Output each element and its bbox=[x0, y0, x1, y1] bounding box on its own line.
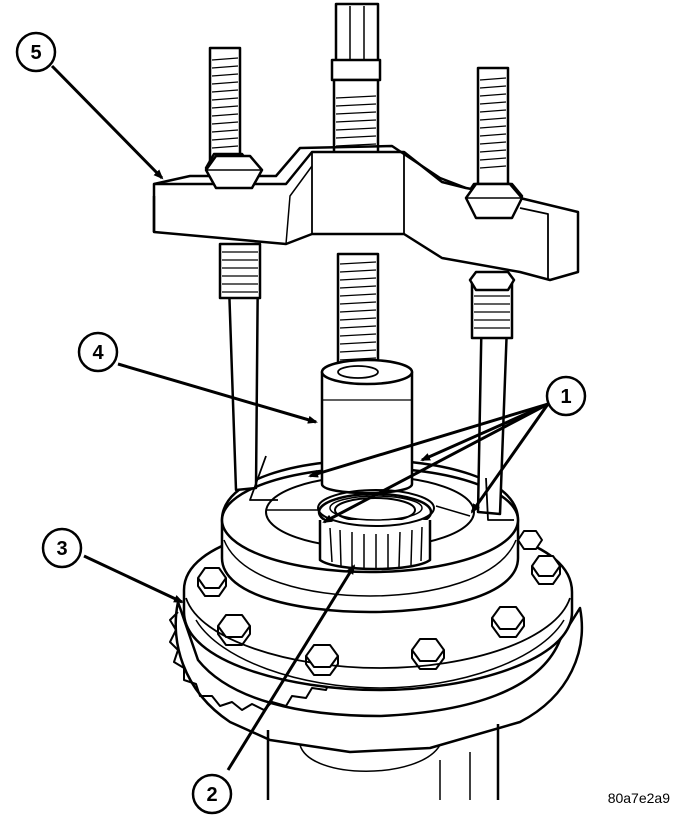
bolt bbox=[411, 638, 445, 670]
adapter-cylinder bbox=[320, 358, 414, 495]
callout-1: 1 bbox=[545, 375, 587, 417]
svg-text:2: 2 bbox=[206, 784, 217, 806]
callout-5: 5 bbox=[15, 31, 57, 73]
callout-2: 2 bbox=[191, 773, 233, 815]
leader-1a bbox=[308, 402, 549, 478]
leader-4 bbox=[117, 362, 318, 424]
svg-text:1: 1 bbox=[560, 386, 571, 408]
puller-crossbar bbox=[152, 144, 580, 282]
leader-5 bbox=[50, 64, 164, 180]
leader-1c bbox=[322, 402, 549, 524]
puller-legs bbox=[226, 254, 514, 521]
leader-3 bbox=[83, 554, 184, 604]
svg-text:3: 3 bbox=[56, 538, 67, 560]
bolt bbox=[491, 606, 525, 638]
callout-4: 4 bbox=[77, 331, 119, 373]
leader-2 bbox=[226, 564, 356, 771]
svg-text:5: 5 bbox=[30, 42, 41, 64]
case-bolts bbox=[197, 530, 561, 676]
leader-1b bbox=[420, 402, 549, 462]
bolt bbox=[305, 644, 339, 676]
bolt bbox=[517, 530, 543, 550]
callout-3: 3 bbox=[41, 527, 83, 569]
bolt bbox=[197, 567, 227, 597]
figure-code: 80a7e2a9 bbox=[607, 790, 670, 806]
leader-lines bbox=[50, 64, 550, 771]
bearing bbox=[317, 492, 433, 571]
bolt bbox=[531, 555, 561, 585]
forcing-screw bbox=[330, 2, 382, 380]
crossbar-nuts bbox=[204, 154, 524, 220]
bolt bbox=[217, 614, 251, 646]
svg-text:4: 4 bbox=[92, 342, 104, 364]
leader-1d bbox=[470, 403, 550, 514]
bearing-race bbox=[266, 489, 471, 527]
